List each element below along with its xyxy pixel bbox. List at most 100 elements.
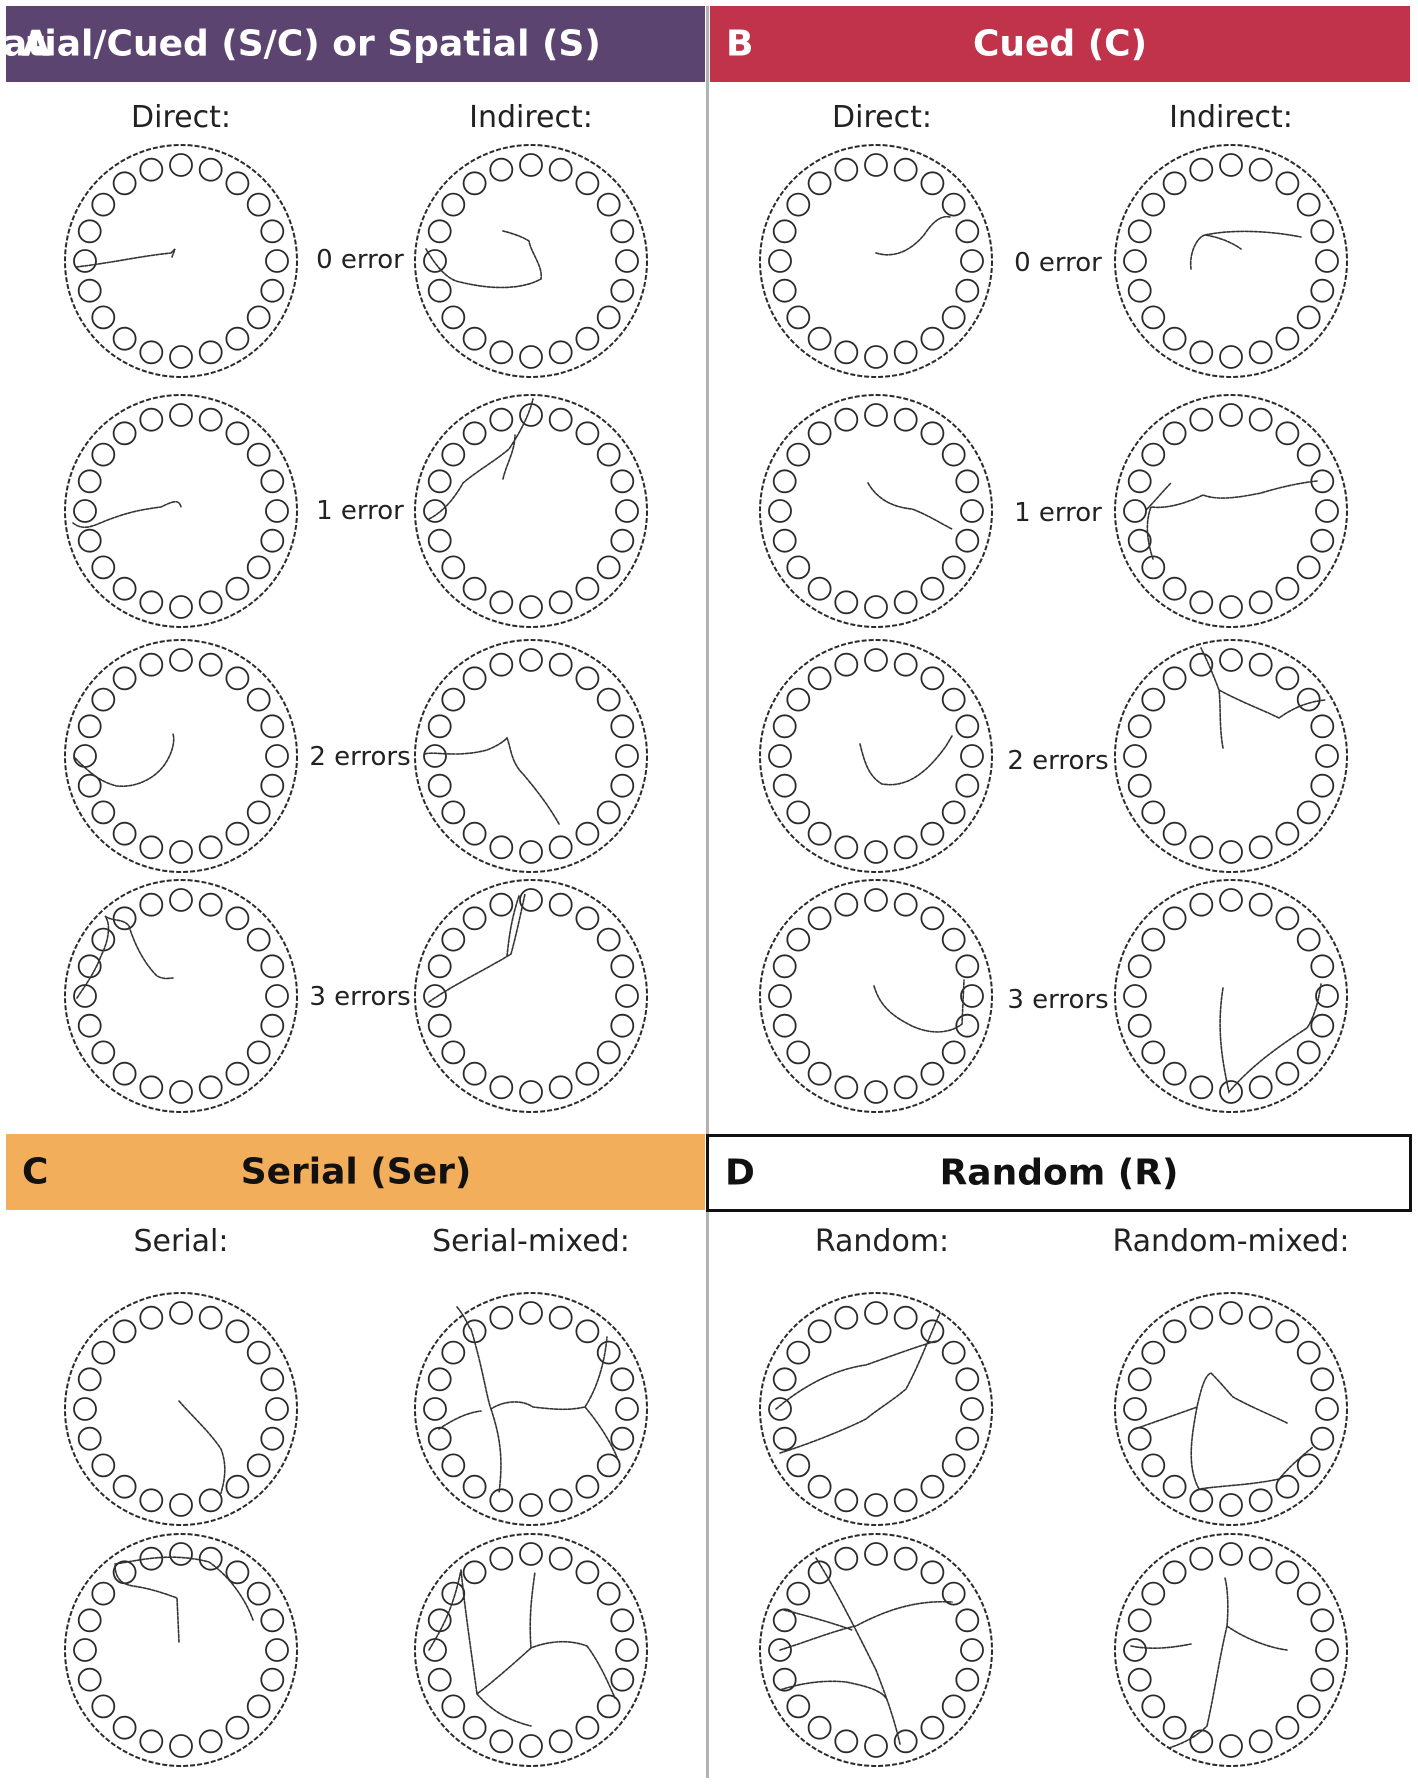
- maze-hole: [73, 744, 97, 768]
- maze-hole: [73, 499, 97, 523]
- maze-hole: [1310, 773, 1335, 798]
- maze-hole: [169, 345, 193, 369]
- panel-b-letter: B: [726, 23, 754, 65]
- panel-a-title: Spatial/Cued (S/C) or Spatial (S): [0, 23, 601, 65]
- maze-hole: [1310, 954, 1335, 979]
- panel-a-col1-label: Direct:: [131, 100, 231, 135]
- maze-svg: [1114, 144, 1348, 378]
- maze-hole: [260, 1426, 285, 1451]
- maze-hole: [427, 278, 452, 303]
- panel-d-header: D Random (R): [706, 1134, 1412, 1212]
- maze-hole: [198, 1488, 223, 1513]
- maze-hole: [1189, 1305, 1214, 1330]
- maze-hole: [596, 1453, 621, 1478]
- maze-rim: [414, 879, 648, 1113]
- maze-a-indirect-2: [411, 636, 651, 876]
- maze-hole: [575, 666, 600, 691]
- maze-hole: [112, 821, 137, 846]
- maze-hole: [91, 1040, 116, 1065]
- maze-hole: [864, 1542, 888, 1566]
- maze-hole: [225, 1474, 250, 1499]
- maze-svg: [759, 144, 993, 378]
- maze-hole: [834, 157, 859, 182]
- maze-hole: [1248, 1729, 1273, 1754]
- panel-c-letter: C: [22, 1151, 49, 1193]
- maze-hole: [462, 906, 487, 931]
- maze-hole: [77, 1608, 102, 1633]
- maze-hole: [198, 340, 223, 365]
- maze-hole: [786, 1694, 811, 1719]
- maze-hole: [91, 927, 116, 952]
- mouse-trajectory: [1146, 480, 1318, 560]
- maze-svg: [759, 1533, 993, 1767]
- maze-rim: [64, 394, 298, 628]
- maze-hole: [225, 171, 250, 196]
- mouse-trajectory: [1219, 983, 1322, 1094]
- maze-hole: [1189, 835, 1214, 860]
- maze-hole: [615, 984, 639, 1008]
- mouse-trajectory: [76, 915, 174, 999]
- maze-hole: [169, 1080, 193, 1104]
- top-divider: [706, 6, 709, 1134]
- maze-hole: [920, 1061, 945, 1086]
- maze-hole: [1141, 1453, 1166, 1478]
- maze-hole: [462, 821, 487, 846]
- maze-a-direct-2: [61, 636, 301, 876]
- maze-hole: [1315, 249, 1339, 273]
- maze-hole: [768, 744, 792, 768]
- maze-svg: [1114, 1292, 1348, 1526]
- maze-hole: [920, 666, 945, 691]
- maze-hole: [225, 326, 250, 351]
- maze-hole: [1296, 1581, 1321, 1606]
- maze-hole: [91, 1581, 116, 1606]
- maze-hole: [260, 1367, 285, 1392]
- maze-hole: [864, 1493, 888, 1517]
- maze-hole: [864, 403, 888, 427]
- maze-hole: [610, 219, 635, 244]
- panel-b-row-label: 2 errors: [1007, 746, 1109, 776]
- maze-hole: [260, 469, 285, 494]
- maze-hole: [1123, 1638, 1147, 1662]
- maze-hole: [1123, 1397, 1147, 1421]
- maze-hole: [1310, 1426, 1335, 1451]
- maze-hole: [1296, 687, 1321, 712]
- maze-hole: [519, 153, 543, 177]
- maze-hole: [786, 1453, 811, 1478]
- maze-hole: [955, 219, 980, 244]
- maze-hole: [462, 666, 487, 691]
- maze-hole: [575, 1474, 600, 1499]
- maze-hole: [169, 153, 193, 177]
- maze-hole: [1127, 773, 1152, 798]
- maze-hole: [260, 219, 285, 244]
- maze-hole: [462, 576, 487, 601]
- maze-hole: [1189, 652, 1214, 677]
- maze-hole: [265, 984, 289, 1008]
- maze-hole: [548, 1729, 573, 1754]
- maze-svg: [64, 879, 298, 1113]
- maze-hole: [423, 1638, 447, 1662]
- maze-hole: [265, 249, 289, 273]
- maze-hole: [548, 340, 573, 365]
- maze-hole: [596, 1694, 621, 1719]
- maze-b-indirect-0: [1111, 141, 1351, 381]
- maze-hole: [807, 1319, 832, 1344]
- maze-hole: [427, 1426, 452, 1451]
- mouse-trajectory: [428, 1569, 616, 1727]
- maze-hole: [941, 1581, 966, 1606]
- maze-hole: [1275, 906, 1300, 931]
- maze-hole: [198, 157, 223, 182]
- maze-hole: [955, 469, 980, 494]
- maze-hole: [548, 835, 573, 860]
- maze-hole: [941, 555, 966, 580]
- maze-hole: [198, 1729, 223, 1754]
- maze-hole: [955, 278, 980, 303]
- maze-hole: [610, 954, 635, 979]
- maze-c-serial-mixed-0: [411, 1289, 651, 1529]
- maze-hole: [1275, 1715, 1300, 1740]
- maze-hole: [960, 744, 984, 768]
- maze-hole: [1296, 442, 1321, 467]
- maze-hole: [772, 773, 797, 798]
- maze-rim: [1114, 1292, 1348, 1526]
- maze-svg: [1114, 394, 1348, 628]
- maze-hole: [610, 1013, 635, 1038]
